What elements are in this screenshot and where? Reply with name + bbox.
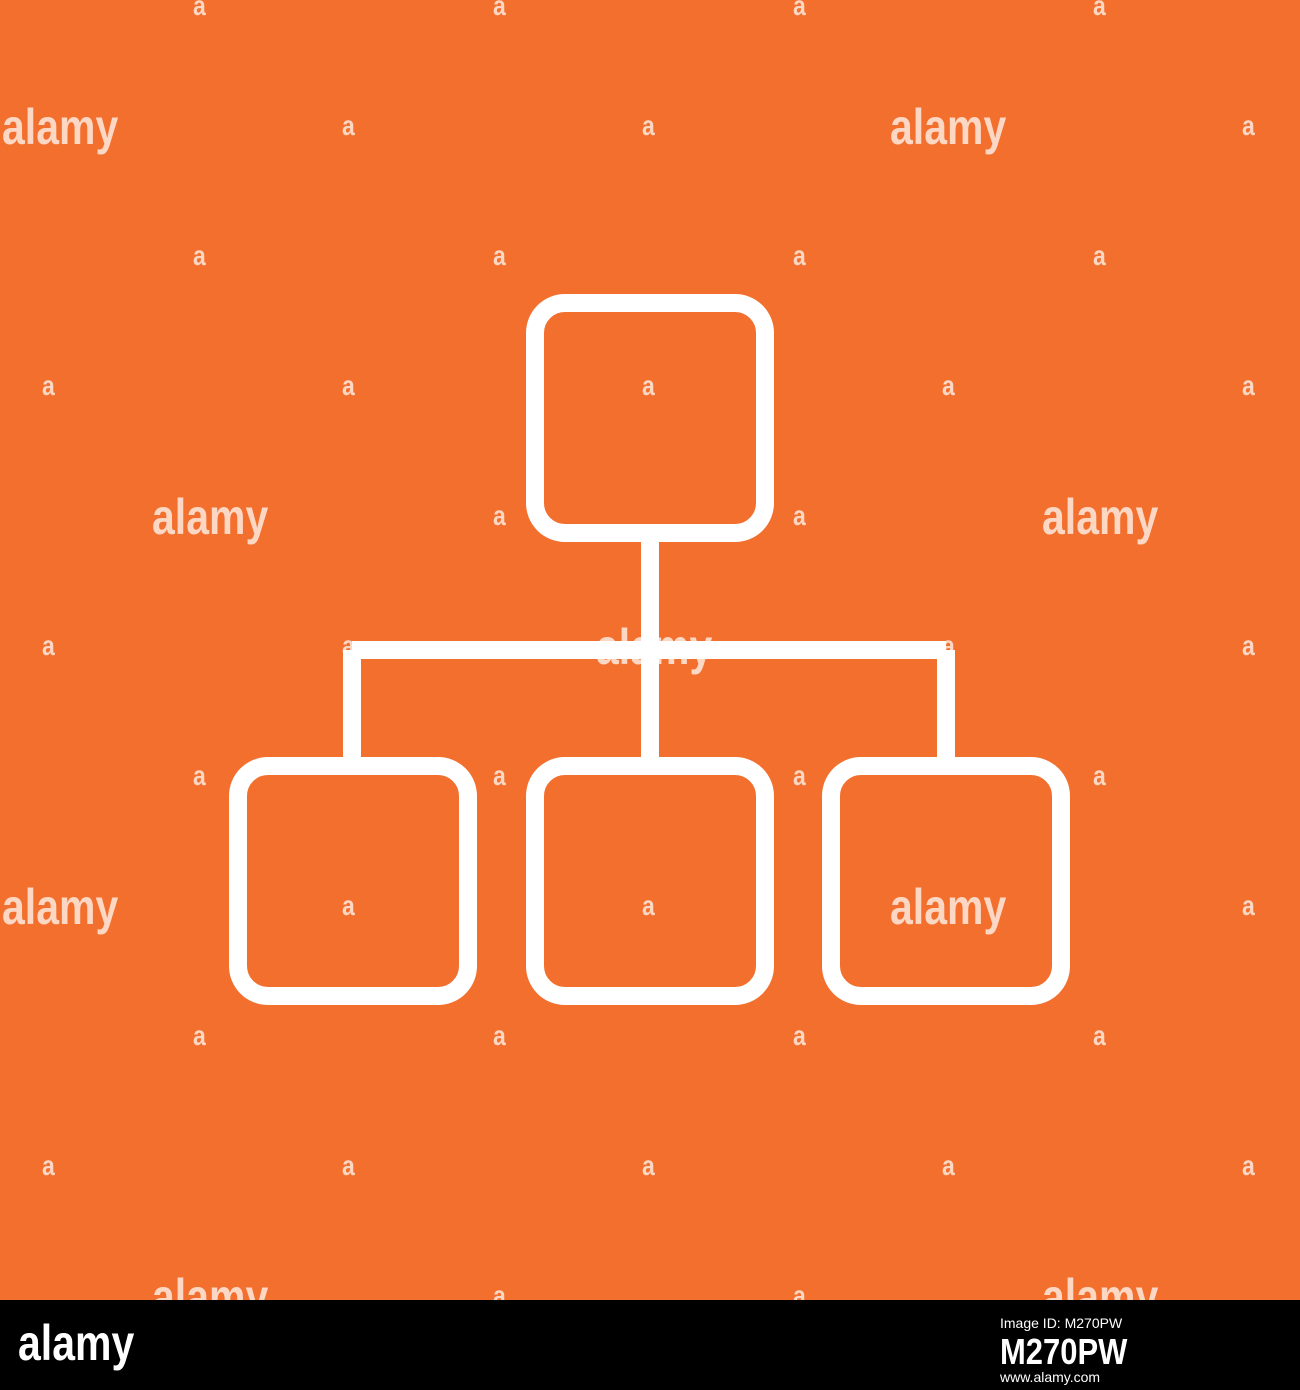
node-child-right <box>822 757 1070 1005</box>
footer-image-id-caption: Image ID: M270PW <box>1000 1315 1123 1331</box>
node-root <box>526 294 774 542</box>
node-child-left <box>229 757 477 1005</box>
footer-url: www.alamy.com <box>1000 1369 1101 1385</box>
footer-image-id: M270PW <box>1000 1331 1128 1372</box>
footer-bar: alamy Image ID: M270PW M270PW www.alamy.… <box>0 1300 1300 1390</box>
footer-brand-logo: alamy <box>18 1315 135 1371</box>
hierarchy-diagram <box>229 294 1070 1005</box>
node-child-center <box>526 757 774 1005</box>
